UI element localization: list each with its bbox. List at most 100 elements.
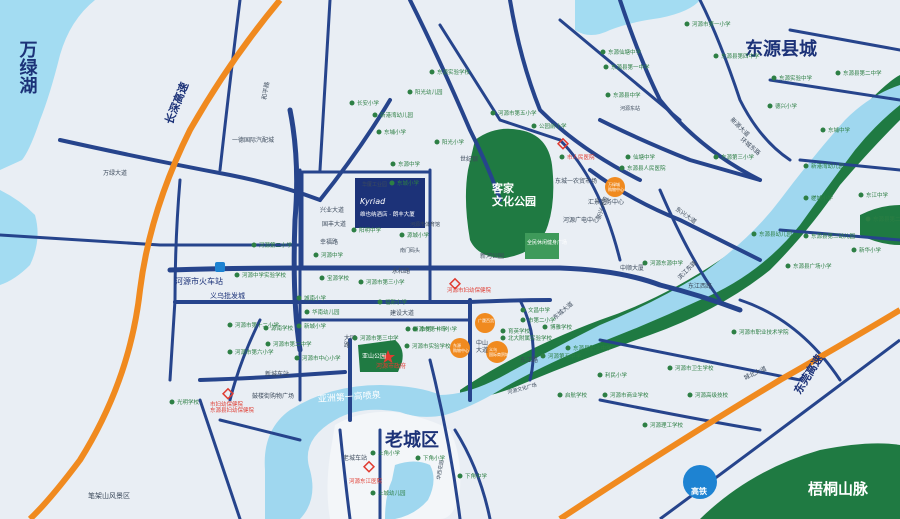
east-green xyxy=(860,205,900,245)
poi: 河源市实验学校 xyxy=(412,342,451,350)
road-nanmen: 南门码头 xyxy=(400,247,420,254)
changshen-highway xyxy=(27,0,283,519)
poi: 河源市第五小学 xyxy=(498,109,537,117)
poi: 东源县人民医院 xyxy=(627,164,666,172)
poi: 东源县第四中学 xyxy=(721,52,760,60)
road-xinjie: 新城车站 xyxy=(265,370,289,378)
poi: 东源县中学 xyxy=(613,91,641,99)
poi: 河源理工学校 xyxy=(650,421,684,429)
poi: 河源市第十二小学 xyxy=(235,321,280,329)
poi: 市第二小学 xyxy=(528,316,556,324)
hakka-park-label: 客家文化公园 xyxy=(491,181,536,208)
road-dongjiang-w: 东江西路 xyxy=(688,282,712,290)
poi: 福新小学 xyxy=(385,298,408,306)
poi: 上角小学 xyxy=(378,449,401,457)
region-dongyuan: 东源县城 xyxy=(745,38,817,60)
road-bijia: 笔架山风景区 xyxy=(88,491,130,500)
poi: 河源东源中学 xyxy=(650,259,684,267)
shuishang-park xyxy=(358,340,403,372)
poi: 华南幼儿园 xyxy=(312,308,340,316)
hotel-block-outline xyxy=(300,170,432,270)
poi: 东源实验中学 xyxy=(779,74,813,82)
poi: 河源市职业技术学院 xyxy=(739,328,789,336)
poi: 下角中学 xyxy=(465,472,488,480)
road-shizheng: 河源市政府 xyxy=(376,362,406,370)
road-huijing: 汇景商务中心 xyxy=(588,198,624,206)
poi: 东源县广场小学 xyxy=(793,262,832,270)
city-square xyxy=(525,233,559,259)
poi: 源南学校 xyxy=(271,324,294,332)
poi: 河源市卫生学校 xyxy=(675,364,714,372)
rail-hub-label: 高铁 xyxy=(691,486,707,496)
poi: 河源市第十三小学 xyxy=(413,325,458,333)
road-tiyuchang: 河源市体育馆 xyxy=(410,221,440,228)
poi: 东埔中学 xyxy=(828,126,851,134)
wutong-mountain xyxy=(700,443,900,519)
road-yibin: 一德国际汽配城 xyxy=(232,136,274,144)
poi: 仙塘中学 xyxy=(633,153,656,161)
poi: 德兴小学 xyxy=(775,102,798,110)
marker-shopping-2 xyxy=(450,338,470,358)
station-label: 河源市火车站 xyxy=(175,276,223,286)
poi: 公园前小学 xyxy=(539,122,567,130)
road-guangdian: 河源广电中心 xyxy=(563,216,599,224)
city-square-label: 全民休闲健身广场 xyxy=(527,239,567,246)
river-green-bank xyxy=(460,75,900,400)
poi-group: 河源市第一小学 东源实验学校 东源仙塘中学 东源实验中学 东源县第一中学 德兴小… xyxy=(169,20,900,497)
poi: 东源县第一中学 xyxy=(611,63,650,71)
poi: 启航学校 xyxy=(565,391,588,399)
poi: 河源市第三小学 xyxy=(366,278,405,286)
map-labels: 万绿湖 东源县城 老城区 梧桐山脉 长深高速 东莞高速 亚洲第一高喷泉 客家文化… xyxy=(17,20,900,500)
wanlu-lake xyxy=(0,0,95,170)
poi: 新港湾幼儿园 xyxy=(380,111,414,119)
marker-shopping-east xyxy=(605,177,625,197)
poi: 博雅学校 xyxy=(550,323,573,331)
marker-1-label: 万绿城购物中心 xyxy=(608,181,624,192)
road-gaotie: 河源东站 xyxy=(620,105,640,112)
dongjiang-river xyxy=(264,85,900,519)
city-gov-star xyxy=(381,350,395,363)
poi: 河源市第一小学 xyxy=(692,20,731,28)
poi: 东城小学 xyxy=(397,179,420,187)
poi: 北大附属实验学校 xyxy=(508,334,553,342)
marker-3-label: 东源购物中心 xyxy=(453,342,469,353)
road-gugen: 鼓楼街购物广场 xyxy=(252,392,294,400)
poi: 东江中学 xyxy=(866,191,889,199)
poi: 东源县职业中学 xyxy=(573,344,612,352)
poi: 上城幼儿园 xyxy=(378,489,406,497)
marker-2-label: 广晟百货 xyxy=(478,317,494,323)
poi: 源城小学 xyxy=(407,231,430,239)
poi: 下角小学 xyxy=(423,454,446,462)
road-zhonglu: 中顺大厦 xyxy=(620,264,644,272)
poi: 东源中学 xyxy=(398,160,421,168)
road-xingfu: 幸福路 xyxy=(320,238,338,246)
poi: 东源县妇幼保健院 xyxy=(210,406,255,414)
dongyuan-lake xyxy=(575,0,700,35)
road-wanda: 万绿大道 xyxy=(103,169,127,177)
poi: 市妇幼保健院 xyxy=(210,400,244,408)
hotel-name-en: Kyriad xyxy=(360,197,386,206)
region-wanlu-lake: 万绿湖 xyxy=(17,40,39,95)
poi: 育英学校 xyxy=(508,327,531,335)
poi: 河源东江医院 xyxy=(349,477,383,485)
poi: 河源中学 xyxy=(321,251,344,259)
old-city-water xyxy=(385,461,434,519)
poi: 东源仙塘中学 xyxy=(608,48,642,56)
dongshen-highway xyxy=(558,307,900,519)
road-jianshe: 建设大道 xyxy=(390,309,414,317)
poi: 城南小学 xyxy=(304,294,327,302)
poi: 阳光幼儿园 xyxy=(415,88,443,96)
poi: 宝源学校 xyxy=(327,274,350,282)
poi: 河源中学实验学校 xyxy=(242,271,287,279)
hotel-highlight xyxy=(355,178,425,228)
poi: 光明学校 xyxy=(177,398,200,406)
poi: 河源市第三中学 xyxy=(360,334,399,342)
hakka-park xyxy=(465,128,554,258)
poi: 东源第三小学 xyxy=(721,153,755,161)
road-dongjiang: 东江路 xyxy=(520,356,538,364)
marker-shopping-1 xyxy=(475,313,495,333)
poi: 阳明中学 xyxy=(359,226,382,234)
road-heping: 和平路 xyxy=(260,81,271,100)
road-guotai: 国丰大道 xyxy=(322,220,346,228)
poi: 市第一中学 xyxy=(420,325,448,333)
